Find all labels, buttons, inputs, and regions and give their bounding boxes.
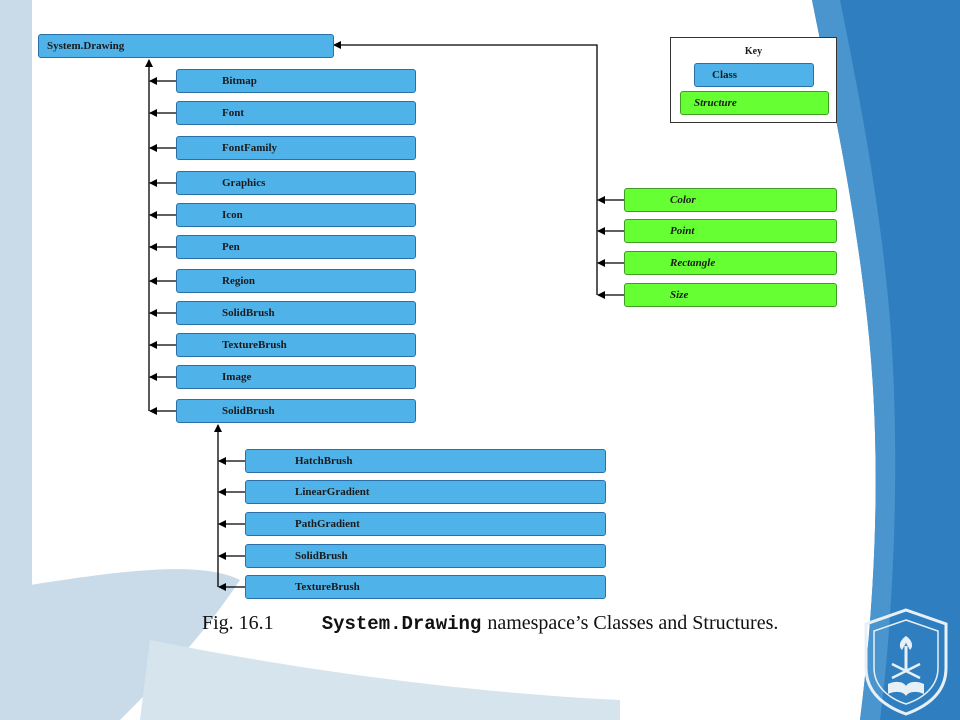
- class-box-region-6-label: Region: [222, 275, 255, 287]
- structure-trunk-arrow: [333, 41, 598, 295]
- caption-figure-number: Fig. 16.1: [202, 612, 274, 634]
- class-box-graphics-3-label: Graphics: [222, 177, 266, 189]
- class-box-bitmap-0: Bitmap: [176, 69, 416, 93]
- university-logo: [864, 608, 948, 716]
- class-box-font-1-label: Font: [222, 107, 244, 119]
- structure-box-rectangle: Rectangle: [624, 251, 837, 275]
- structure-box-color: Color: [624, 188, 837, 212]
- class-box-font-1: Font: [176, 101, 416, 125]
- class-box-fontfamily-2-label: FontFamily: [222, 142, 277, 154]
- brush-subclass-box-solidbrush-label: SolidBrush: [295, 550, 348, 562]
- brush-subclass-box-lineargradient: LinearGradient: [245, 480, 606, 504]
- structure-box-size: Size: [624, 283, 837, 307]
- legend-class-label: Class: [712, 69, 738, 81]
- legend-key: Key Class Structure: [670, 37, 837, 123]
- structure-box-size-label: Size: [670, 289, 689, 301]
- class-box-icon-4: Icon: [176, 203, 416, 227]
- class-box-solidbrush-7-label: SolidBrush: [222, 307, 275, 319]
- class-box-region-6: Region: [176, 269, 416, 293]
- class-box-solidbrush-7: SolidBrush: [176, 301, 416, 325]
- brush-subclass-box-pathgradient: PathGradient: [245, 512, 606, 536]
- structure-box-color-label: Color: [670, 194, 696, 206]
- brush-subclass-box-pathgradient-label: PathGradient: [295, 518, 360, 530]
- legend-title: Key: [744, 46, 763, 57]
- bottom-background-swoosh: [0, 569, 240, 720]
- class-box-graphics-3: Graphics: [176, 171, 416, 195]
- legend-structure-swatch: Structure: [680, 91, 829, 115]
- class-box-pen-5: Pen: [176, 235, 416, 259]
- root-class-label: System.Drawing: [47, 40, 125, 52]
- class-box-solidbrush-10: SolidBrush: [176, 399, 416, 423]
- legend-class-swatch: Class: [694, 63, 814, 87]
- structure-box-point: Point: [624, 219, 837, 243]
- bottom-center-swoosh: [140, 640, 620, 720]
- brush-subclass-box-hatchbrush: HatchBrush: [245, 449, 606, 473]
- brush-subclass-box-texturebrush: TextureBrush: [245, 575, 606, 599]
- brush-subclass-box-solidbrush: SolidBrush: [245, 544, 606, 568]
- root-class-system-drawing: System.Drawing: [38, 34, 334, 58]
- caption-namespace-code: System.Drawing: [321, 613, 482, 635]
- class-box-pen-5-label: Pen: [222, 241, 240, 253]
- right-background-highlight: [812, 0, 896, 720]
- legend-structure-label: Structure: [694, 97, 737, 109]
- class-box-fontfamily-2: FontFamily: [176, 136, 416, 160]
- figure-caption: Fig. 16.1 System.Drawing namespace’s Cla…: [202, 612, 778, 642]
- brush-subclass-box-texturebrush-label: TextureBrush: [295, 581, 360, 593]
- class-box-icon-4-label: Icon: [222, 209, 243, 221]
- brush-subclass-box-hatchbrush-label: HatchBrush: [295, 455, 353, 467]
- class-box-image-9: Image: [176, 365, 416, 389]
- class-box-bitmap-0-label: Bitmap: [222, 75, 257, 87]
- brush-subclass-box-lineargradient-label: LinearGradient: [295, 486, 370, 498]
- class-box-image-9-label: Image: [222, 371, 252, 383]
- structure-box-rectangle-label: Rectangle: [670, 257, 716, 269]
- class-box-texturebrush-8-label: TextureBrush: [222, 339, 287, 351]
- class-box-solidbrush-10-label: SolidBrush: [222, 405, 275, 417]
- class-box-texturebrush-8: TextureBrush: [176, 333, 416, 357]
- caption-text: namespace’s Classes and Structures.: [487, 612, 779, 634]
- structure-box-point-label: Point: [670, 225, 695, 237]
- left-background-swoosh: [0, 0, 32, 720]
